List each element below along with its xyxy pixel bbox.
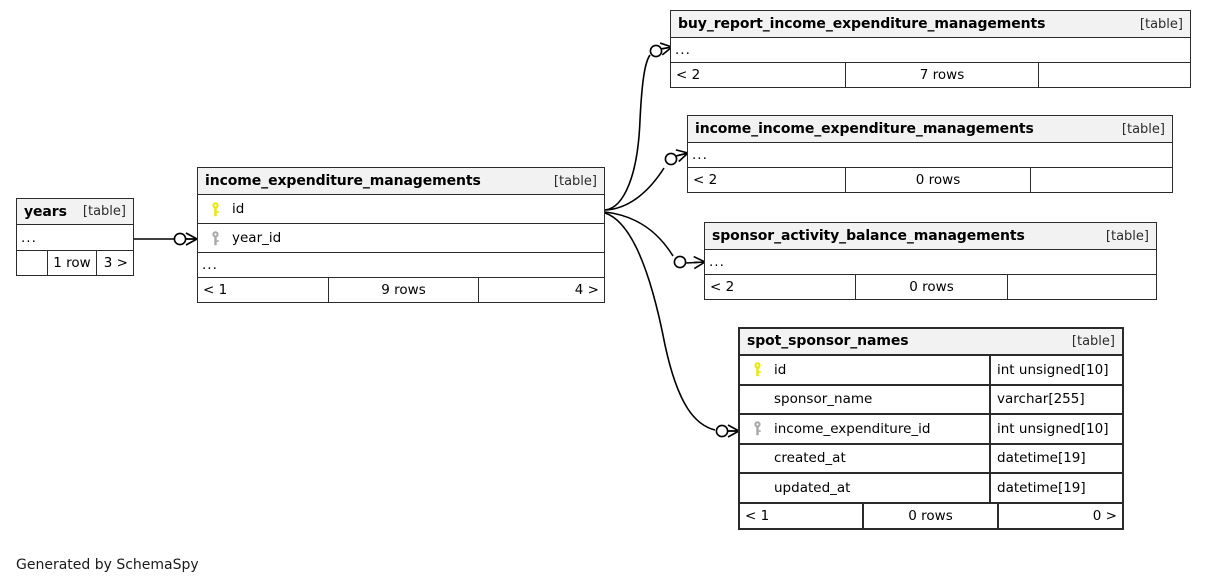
table-title-years: years [table] (17, 199, 133, 225)
column-name-cell: id (740, 362, 989, 378)
collapsed-columns-row: ... (688, 143, 1172, 168)
table-type-label: [table] (1139, 16, 1183, 32)
table-node-years[interactable]: years [table] ... 1 row 3 > (16, 198, 134, 276)
table-title-sponsor-activity: sponsor_activity_balance_managements [ta… (705, 223, 1156, 250)
footer-parents-count: < 2 (693, 172, 718, 188)
edge-iem-to-buy-report (604, 42, 673, 211)
edge-iem-to-income-income (604, 149, 689, 211)
foreign-key-icon (746, 421, 768, 436)
generated-by-note: Generated by SchemaSpy (16, 557, 199, 573)
table-row[interactable]: id (198, 195, 604, 224)
table-title-income-income: income_income_expenditure_managements [t… (688, 116, 1172, 143)
footer-row-count: 0 rows (862, 503, 997, 528)
table-node-income-expenditure-managements[interactable]: income_expenditure_managements [table] i… (197, 167, 605, 303)
footer-row-count: 1 row (47, 251, 96, 275)
column-name-label: id (774, 361, 787, 378)
footer-parents-count: < 1 (203, 282, 228, 298)
footer-children-count (1038, 63, 1190, 87)
table-row[interactable]: year_id (198, 224, 604, 253)
edge-years-to-iem (134, 232, 198, 246)
table-footer-income-expenditure-managements: < 1 9 rows 4 > (198, 278, 604, 302)
column-name-label: income_expenditure_id (774, 420, 931, 437)
primary-key-icon (746, 362, 768, 377)
table-name-label: buy_report_income_expenditure_management… (678, 15, 1046, 32)
table-type-label: [table] (82, 203, 126, 219)
column-name-cell: income_expenditure_id (740, 421, 989, 437)
column-type-label: varchar[255] (989, 385, 1122, 413)
column-name-cell: sponsor_name (740, 391, 989, 407)
column-name-cell: year_id (198, 230, 604, 246)
column-name-label: id (232, 201, 245, 217)
footer-children-count: 0 > (997, 503, 1122, 528)
collapsed-columns-row: ... (198, 253, 604, 278)
column-type-label: int unsigned[10] (989, 356, 1122, 384)
table-footer-income-income: < 2 0 rows (688, 168, 1172, 192)
table-title-spot-sponsor-names: spot_sponsor_names [table] (740, 329, 1122, 356)
column-name-cell: created_at (740, 450, 989, 466)
table-row[interactable]: updated_at datetime[19] (740, 474, 1122, 504)
column-name-label: year_id (232, 230, 282, 246)
primary-key-icon (204, 201, 226, 217)
table-type-label: [table] (1121, 121, 1165, 137)
table-title-income-expenditure-managements: income_expenditure_managements [table] (198, 168, 604, 195)
table-name-label: sponsor_activity_balance_managements (712, 227, 1025, 244)
footer-row-count: 0 rows (845, 168, 1030, 192)
table-footer-buy-report: < 2 7 rows (671, 63, 1190, 87)
table-title-buy-report: buy_report_income_expenditure_management… (671, 11, 1190, 38)
table-node-sponsor-activity-balance-managements[interactable]: sponsor_activity_balance_managements [ta… (704, 222, 1157, 300)
table-footer-spot-sponsor-names: < 1 0 rows 0 > (740, 503, 1122, 528)
edge-iem-to-sponsor-activity (604, 211, 706, 270)
column-name-label: created_at (774, 450, 846, 467)
footer-row-count: 9 rows (328, 278, 478, 302)
footer-row-count: 0 rows (855, 275, 1007, 299)
table-node-buy-report-income-expenditure-managements[interactable]: buy_report_income_expenditure_management… (670, 10, 1191, 88)
footer-parents-count: < 1 (745, 507, 770, 524)
column-name-cell: id (198, 201, 604, 217)
table-type-label: [table] (553, 173, 597, 189)
footer-children-count (1007, 275, 1156, 299)
column-type-label: datetime[19] (989, 444, 1122, 472)
column-name-label: sponsor_name (774, 391, 873, 408)
column-type-label: int unsigned[10] (989, 415, 1122, 443)
table-row[interactable]: income_expenditure_id int unsigned[10] (740, 415, 1122, 445)
table-node-income-income-expenditure-managements[interactable]: income_income_expenditure_managements [t… (687, 115, 1173, 193)
footer-children-count: 4 > (478, 278, 604, 302)
footer-children-count (1030, 168, 1172, 192)
table-node-spot-sponsor-names[interactable]: spot_sponsor_names [table] id int unsign… (738, 327, 1124, 530)
footer-children-count: 3 > (96, 251, 133, 275)
table-name-label: spot_sponsor_names (747, 333, 909, 349)
table-type-label: [table] (1071, 334, 1115, 349)
table-row[interactable]: sponsor_name varchar[255] (740, 385, 1122, 415)
table-row[interactable]: id int unsigned[10] (740, 356, 1122, 386)
column-name-label: updated_at (774, 479, 851, 496)
footer-parents-count: < 2 (676, 67, 701, 83)
table-footer-sponsor-activity: < 2 0 rows (705, 275, 1156, 299)
collapsed-columns-row: ... (671, 38, 1190, 63)
table-name-label: income_income_expenditure_managements (695, 120, 1034, 137)
collapsed-columns-row: ... (17, 225, 133, 251)
table-type-label: [table] (1105, 228, 1149, 244)
column-name-cell: updated_at (740, 480, 989, 496)
column-type-label: datetime[19] (989, 474, 1122, 502)
footer-row-count: 7 rows (845, 63, 1038, 87)
table-name-label: years (24, 203, 67, 220)
foreign-key-icon (204, 230, 226, 246)
table-row[interactable]: created_at datetime[19] (740, 444, 1122, 474)
collapsed-columns-row: ... (705, 250, 1156, 275)
table-name-label: income_expenditure_managements (205, 172, 481, 189)
table-footer-years: 1 row 3 > (17, 251, 133, 275)
footer-parents-count (17, 251, 47, 275)
footer-parents-count: < 2 (710, 279, 735, 295)
